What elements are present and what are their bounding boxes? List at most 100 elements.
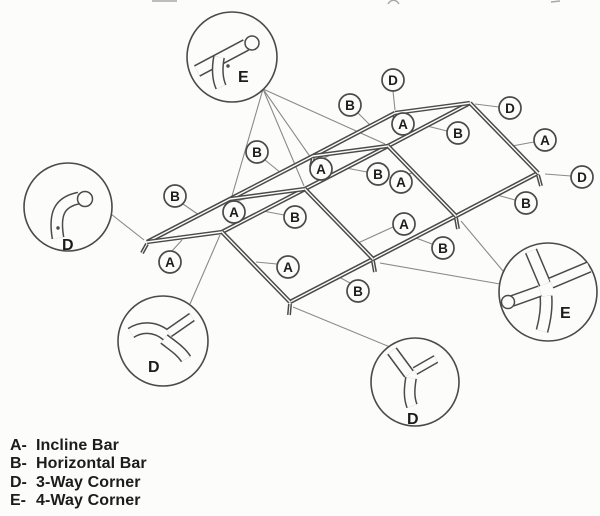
callout-leader-a — [255, 261, 278, 265]
callout-circle-a — [276, 255, 300, 279]
callout-leader-b — [357, 112, 372, 127]
callout-letter-d: D — [505, 101, 515, 116]
callout-letter-b: B — [290, 210, 300, 225]
callout-leader-a — [171, 239, 183, 252]
callout-circle-d — [381, 68, 405, 92]
3-way-corner-detail-bottom-left-tube-0-core — [128, 323, 170, 340]
callout-circle-b — [245, 140, 269, 164]
callout-circle-b — [366, 162, 390, 186]
callout-circle-b — [446, 121, 470, 145]
4-way-corner-detail-top-leader-line — [262, 88, 312, 159]
callout-circle-a — [392, 212, 416, 236]
callout-circle-a — [222, 200, 246, 224]
callout-circle-a — [533, 128, 557, 152]
callout-circle-b — [346, 279, 370, 303]
callout-letter-a: A — [540, 133, 550, 148]
4-way-corner-detail-right-tube-2-core — [510, 286, 542, 306]
legend-key: B- — [10, 455, 27, 473]
4-way-corner-detail-right-tube-3-core — [537, 295, 552, 333]
callout-leader-b — [415, 237, 433, 245]
3-way-corner-detail-bottom-middle-letter: D — [407, 411, 419, 428]
callout-leader-d — [392, 90, 396, 111]
callout-letter-b: B — [252, 145, 262, 160]
legend-label: Incline Bar — [36, 437, 119, 454]
3-way-corner-detail-bottom-middle-tube-1-core — [413, 356, 438, 374]
legend: A- Incline Bar B- Horizontal Bar D- 3-Way C… — [10, 437, 147, 511]
incline-bar-N2-R2-core — [312, 145, 389, 157]
4-way-corner-detail-right-leader-line — [379, 262, 501, 285]
callout-letter-d: D — [388, 73, 398, 88]
incline-bar-N3-R3-core — [394, 102, 471, 114]
3-way-corner-detail-bottom-middle-tube-0-core — [388, 348, 413, 377]
horizontal-bar-N0-N1-core — [146, 198, 231, 243]
callout-leader-b — [345, 167, 368, 173]
legend-key: E- — [10, 492, 26, 510]
callout-letter-a: A — [396, 175, 406, 190]
legend-key: D- — [10, 473, 27, 491]
callout-letter-b: B — [353, 284, 363, 299]
3-way-corner-detail-bottom-left-tube-1-core — [167, 314, 194, 336]
callout-leader-d — [474, 103, 500, 108]
horizontal-bar-R1-R2-core — [304, 145, 389, 190]
callout-letter-b: B — [453, 126, 463, 141]
incline-bar-R3-S3-core — [469, 102, 539, 174]
3-way-corner-detail-bottom-middle-tube-2-core — [405, 377, 417, 408]
4-way-corner-detail-right-letter: E — [560, 305, 571, 322]
callout-letter-b: B — [438, 241, 448, 256]
leg-stub-S3-core — [537, 174, 542, 187]
incline-bar-R0-S0-core — [221, 231, 291, 303]
3-way-corner-detail-left-rivet-dot — [56, 226, 60, 230]
callout-letter-a: A — [283, 260, 293, 275]
callout-leader-b — [496, 194, 516, 201]
4-way-corner-detail-top-tube-1-core — [213, 56, 226, 89]
4-way-corner-detail-top-pipe-opening — [244, 35, 260, 51]
leg-stub-S0-core — [288, 303, 291, 316]
3-way-corner-detail-bottom-middle-leader-line — [292, 306, 391, 348]
callout-letter-b: B — [521, 196, 531, 211]
legend-item-horizontal-bar: B- Horizontal Bar — [10, 455, 147, 473]
4-way-corner-detail-right-tube-1-core — [549, 262, 591, 288]
callout-circle-b — [338, 93, 362, 117]
legend-label: 3-Way Corner — [36, 473, 141, 491]
callout-leader-a — [511, 141, 535, 147]
scan-artifact — [550, 0, 561, 3]
legend-item-4-way-corner: E-4-Way Corner — [10, 492, 147, 510]
leg-stub-S1-core — [372, 260, 376, 273]
4-way-corner-detail-top-leader-line — [262, 88, 386, 145]
callout-letter-a: A — [316, 162, 326, 177]
callout-circle-b — [163, 184, 187, 208]
incline-bar-R1-S1-core — [304, 188, 374, 260]
callout-leader-b — [262, 210, 285, 216]
horizontal-bar-R2-R3-core — [387, 102, 471, 147]
incline-bar-R2-S2-core — [387, 145, 457, 217]
legend-item-incline-bar: A- Incline Bar — [10, 437, 147, 455]
horizontal-bar-N2-N3-core — [312, 112, 396, 157]
leg-stub-N0-core — [141, 243, 148, 254]
3-way-corner-detail-bottom-left-leader-line — [189, 234, 221, 305]
3-way-corner-detail-left-leader-line — [110, 213, 145, 241]
callout-circle-a — [391, 112, 415, 136]
callout-leader-b — [264, 159, 282, 174]
callout-circle-b — [514, 191, 538, 215]
3-way-corner-detail-left-letter: D — [62, 237, 74, 254]
callout-circle-a — [309, 157, 333, 181]
4-way-corner-detail-top-leader-line — [262, 88, 305, 187]
callout-letter-a: A — [398, 117, 408, 132]
callout-circle-a — [158, 250, 182, 274]
horizontal-bar-S0-S1-core — [289, 258, 374, 303]
incline-bar-N0-R0-core — [146, 231, 223, 243]
callout-leader-d — [544, 173, 572, 177]
legend-label: Horizontal Bar — [36, 455, 147, 473]
horizontal-bar-S1-S2-core — [372, 215, 457, 260]
callout-letter-a: A — [399, 217, 409, 232]
callout-letter-b: B — [170, 189, 180, 204]
3-way-corner-detail-bottom-left-tube-2-core — [161, 335, 190, 362]
horizontal-bar-R0-R1-core — [221, 188, 306, 233]
callout-letter-b: B — [373, 167, 383, 182]
4-way-corner-detail-right-tube-0-core — [526, 249, 550, 286]
callout-circle-b — [283, 205, 307, 229]
3-way-corner-detail-left-tube-0-core — [51, 193, 81, 239]
legend-key: A- — [10, 437, 27, 454]
